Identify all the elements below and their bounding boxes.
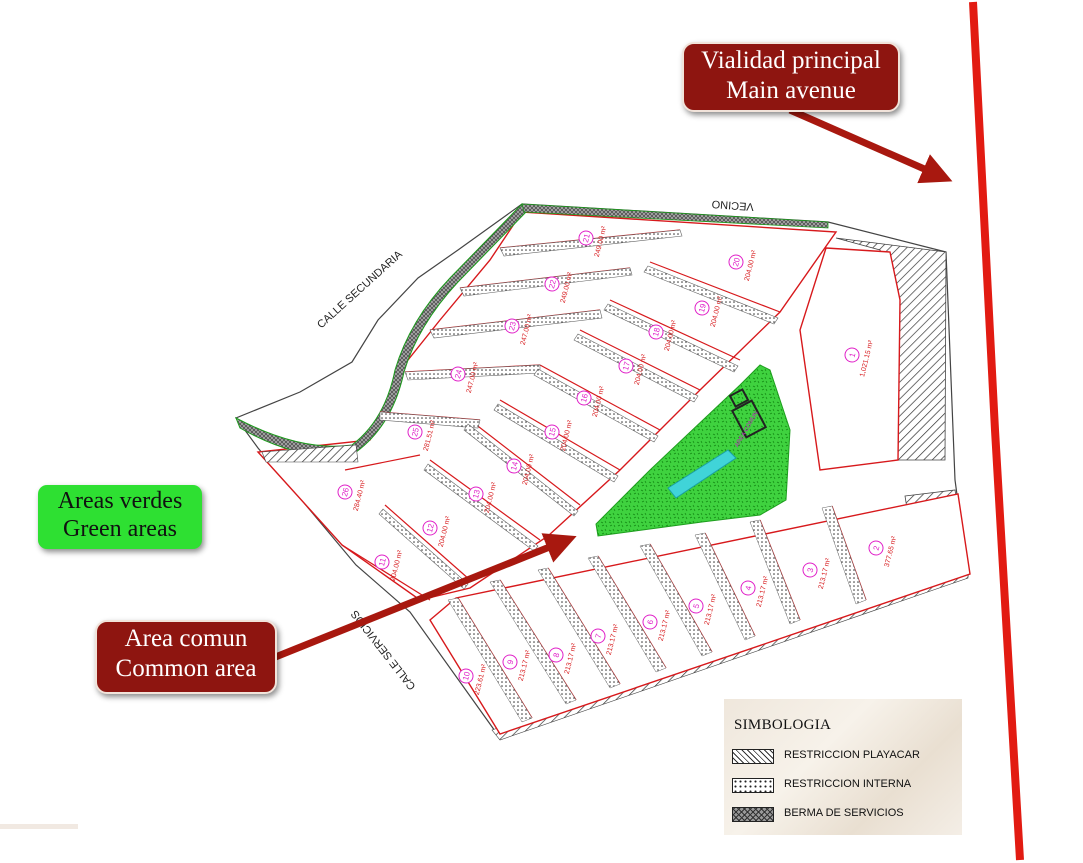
main-avenue-line <box>969 1 1024 861</box>
lot-number: 20 <box>731 256 742 267</box>
lot-number: 25 <box>410 426 421 437</box>
common-area-arrow <box>266 533 577 664</box>
restriction-west <box>261 444 359 463</box>
neighbor-berm <box>521 203 829 229</box>
cross-hatch-swatch <box>732 807 774 822</box>
lot-number-circle <box>578 230 594 246</box>
dotted-swatch <box>732 778 774 793</box>
lot-number: 13 <box>471 488 482 499</box>
lot-number: 1 <box>848 351 858 358</box>
corner-strip <box>0 824 78 829</box>
legend-item-label: RESTRICCION INTERNA <box>784 778 912 790</box>
lot-number-circle <box>844 347 860 363</box>
lot-number-circle <box>544 276 560 292</box>
lot-number: 7 <box>594 632 604 639</box>
legend: SIMBOLOGIA RESTRICCION PLAYACAR RESTRICC… <box>724 699 962 835</box>
main-avenue-arrow <box>788 106 953 184</box>
lot-number: 19 <box>697 302 708 313</box>
lot-block-south <box>429 493 971 735</box>
lot-number-circle <box>506 458 522 474</box>
main-avenue-callout: Vialidad principal Main avenue <box>682 42 900 112</box>
legend-item-label: BERMA DE SERVICIOS <box>784 807 904 819</box>
clubhouse-annex <box>728 388 750 408</box>
lot-number: 6 <box>646 618 656 625</box>
lot-number: 14 <box>509 460 520 471</box>
lot-number: 3 <box>806 566 816 573</box>
lot-number-circle <box>642 614 658 630</box>
diagonal-hatch-swatch <box>732 749 774 764</box>
green-areas-callout-line2: Green areas <box>63 516 177 542</box>
clubhouse <box>730 399 768 439</box>
lot-number-circle <box>544 424 560 440</box>
lot-number: 22 <box>547 278 558 289</box>
lot-number: 5 <box>692 602 702 609</box>
lot-number-circle <box>868 540 884 556</box>
lot-number: 15 <box>547 426 558 437</box>
south-lot-dividers <box>447 505 867 723</box>
legend-title: SIMBOLOGIA <box>734 717 832 733</box>
lot-number-circle <box>504 318 520 334</box>
lot-number-circle <box>407 424 423 440</box>
green-areas-callout-line1: Areas verdes <box>57 488 183 514</box>
lot-number: 9 <box>506 658 516 665</box>
lot-number-circle <box>576 390 592 406</box>
lot-number: 17 <box>621 360 632 371</box>
lot-number: 18 <box>651 326 662 337</box>
lot-number: 23 <box>507 320 518 331</box>
lot-number: 10 <box>461 670 472 681</box>
lot-number-circle <box>688 598 704 614</box>
lot-number-circle <box>740 580 756 596</box>
lot-number: 12 <box>425 522 436 533</box>
lot-number-circle <box>468 486 484 502</box>
common-area-callout: Area comun Common area <box>95 620 277 694</box>
green-areas-callout: Areas verdes Green areas <box>38 485 202 549</box>
pool <box>667 449 737 499</box>
lot-number-circle <box>502 654 518 670</box>
lot-number: 8 <box>552 651 562 658</box>
lot-number-circle <box>618 358 634 374</box>
lot-number-circle <box>728 254 744 270</box>
main-avenue-callout-line1: Vialidad principal <box>701 47 881 74</box>
legend-item-label: RESTRICCION PLAYACAR <box>784 749 920 761</box>
lot-number: 2 <box>872 544 882 551</box>
lot-number: 21 <box>581 232 592 243</box>
lot-number-circle <box>802 562 818 578</box>
street-neighbor-label: VECINO <box>711 198 754 213</box>
lot-number-circle <box>648 324 664 340</box>
main-avenue-callout-line2: Main avenue <box>726 77 856 104</box>
lot-number: 11 <box>377 556 388 567</box>
lot-number: 26 <box>340 486 351 497</box>
lot-number-circle <box>450 366 466 382</box>
lot-number-circle <box>374 554 390 570</box>
lot-number: 16 <box>579 392 590 403</box>
common-area-callout-line2: Common area <box>115 655 257 682</box>
common-area-callout-line1: Area comun <box>124 625 248 652</box>
lot-number: 4 <box>744 584 754 591</box>
lot-number-circle <box>590 628 606 644</box>
lot-number-circle <box>458 668 474 684</box>
lot-number-circle <box>694 300 710 316</box>
lot-number-circle <box>422 520 438 536</box>
common-area-park <box>595 364 791 537</box>
lot-number-circle <box>548 647 564 663</box>
lot-number-circle <box>337 484 353 500</box>
lot-number: 24 <box>453 368 464 379</box>
